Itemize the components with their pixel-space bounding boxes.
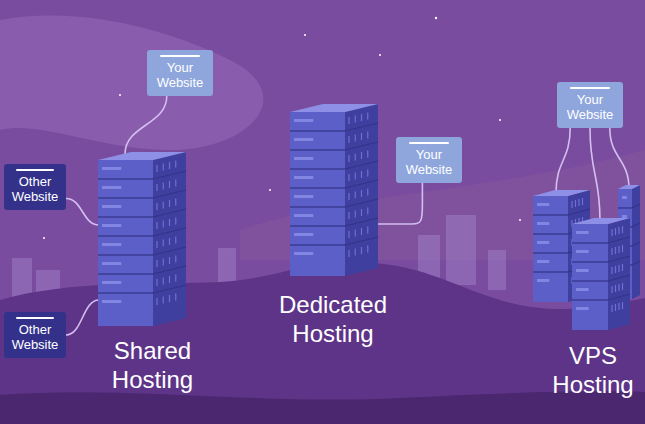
server-illustration	[95, 150, 210, 336]
server-units	[572, 226, 630, 312]
hosting-label: Dedicated Hosting	[263, 290, 403, 348]
website-label: Other Website	[8, 174, 62, 204]
server-front	[98, 160, 153, 326]
server-tower	[572, 218, 630, 330]
network-wire	[610, 128, 629, 189]
hosting-label: Shared Hosting	[95, 336, 210, 394]
server-units	[290, 112, 378, 257]
server-side	[153, 152, 186, 326]
server-top	[290, 104, 378, 112]
network-wire	[66, 300, 99, 335]
website-label: Other Website	[8, 322, 62, 352]
box-stripe	[16, 169, 54, 171]
sky-swirl	[0, 16, 263, 150]
server-group: Dedicated Hosting	[263, 104, 403, 350]
server-front	[533, 196, 568, 302]
website-label: Your Website	[400, 147, 458, 177]
box-stripe	[409, 142, 450, 144]
server-top	[618, 185, 640, 189]
website-label: Your Website	[151, 60, 209, 90]
network-wire	[590, 128, 600, 221]
website-box: Your Website	[557, 82, 623, 128]
website-box: Your Website	[396, 137, 462, 183]
box-stripe	[160, 55, 201, 57]
server-front	[572, 224, 608, 330]
network-wire	[377, 183, 422, 224]
server-illustration	[263, 104, 403, 290]
server-side	[608, 218, 630, 330]
server-tower	[290, 104, 378, 276]
server-front	[290, 112, 345, 276]
website-box: Other Website	[4, 164, 66, 210]
server-side	[345, 104, 378, 276]
stars	[43, 17, 521, 239]
network-wire	[556, 128, 570, 193]
website-box: Other Website	[4, 312, 66, 358]
website-label: Your Website	[561, 92, 619, 122]
server-side	[632, 185, 640, 299]
server-top	[98, 152, 186, 160]
server-group: Shared Hosting	[95, 150, 210, 396]
server-top	[572, 218, 630, 224]
box-stripe	[16, 317, 54, 319]
website-box: Your Website	[147, 50, 213, 96]
server-top	[533, 190, 590, 196]
hosting-label: VPS Hosting	[545, 341, 641, 399]
server-illustration	[530, 185, 641, 341]
server-tower	[98, 152, 186, 326]
server-units	[98, 160, 186, 305]
network-wire	[125, 96, 167, 154]
ground-strip	[0, 391, 645, 424]
server-group: VPS Hosting	[530, 185, 641, 401]
box-stripe	[570, 87, 611, 89]
network-wire	[66, 199, 99, 226]
